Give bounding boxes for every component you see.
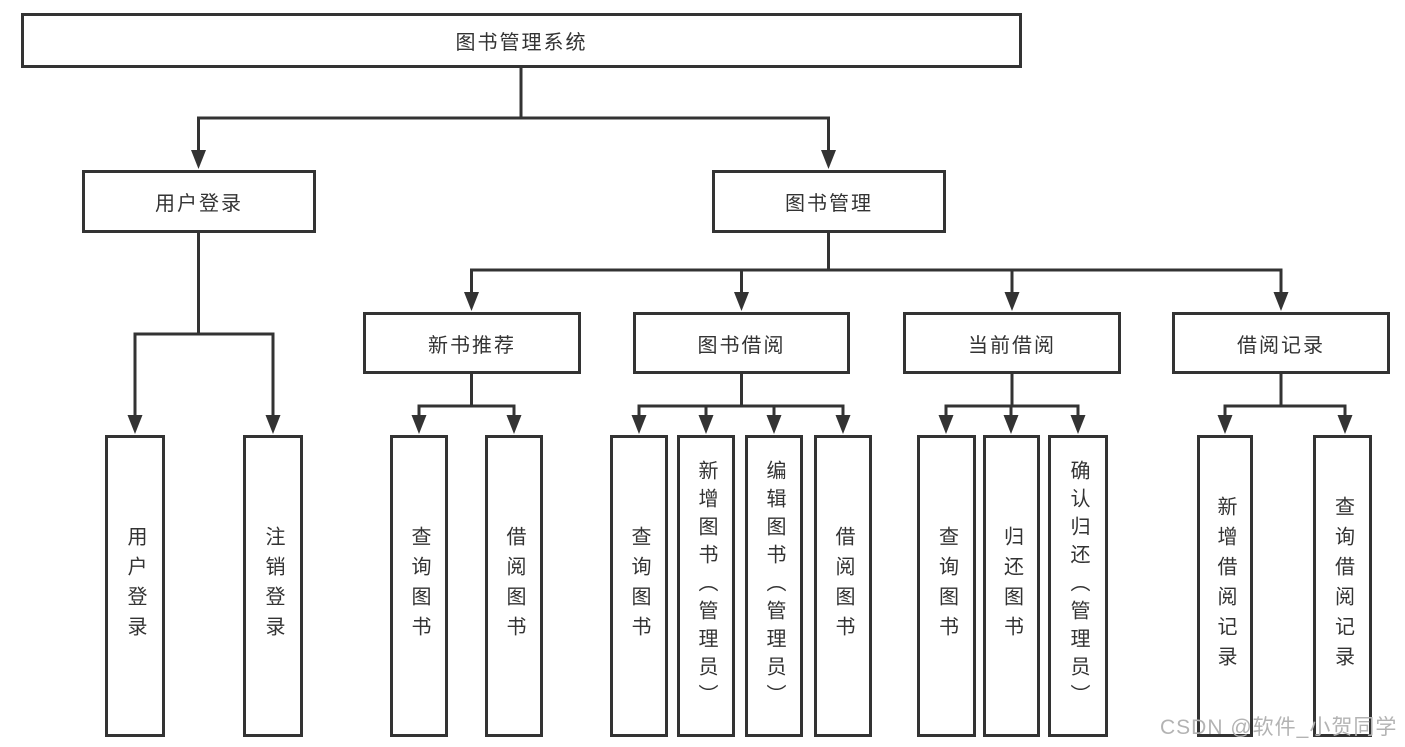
node-label: 查询图书: [628, 526, 650, 646]
node-user-login: 用户登录: [82, 170, 316, 233]
leaf-query-books-borrowing: 查询图书: [610, 435, 668, 737]
leaf-query-books-current: 查询图书: [917, 435, 976, 737]
leaf-confirm-return-admin: 确认归还（管理员）: [1048, 435, 1108, 737]
leaf-borrow-books-recommend: 借阅图书: [485, 435, 543, 737]
leaf-add-borrow-record: 新增借阅记录: [1197, 435, 1253, 737]
node-current-borrowing: 当前借阅: [903, 312, 1121, 374]
node-label: 图书借阅: [697, 334, 786, 357]
node-new-book-recommend: 新书推荐: [363, 312, 581, 374]
node-label: 借阅图书: [832, 526, 854, 646]
node-book-management: 图书管理: [712, 170, 946, 233]
leaf-borrow-books-borrowing: 借阅图书: [814, 435, 872, 737]
leaf-add-book-admin: 新增图书（管理员）: [677, 435, 735, 737]
leaf-user-login: 用户登录: [105, 435, 165, 737]
node-label: 用户登录: [155, 193, 243, 215]
node-label: 查询图书: [935, 526, 958, 646]
csdn-watermark: CSDN @软件_小贺同学: [1160, 716, 1398, 739]
node-label: 当前借阅: [968, 334, 1056, 357]
node-borrowing-records: 借阅记录: [1172, 312, 1390, 374]
node-label: 查询图书: [408, 526, 430, 646]
leaf-query-borrow-record: 查询借阅记录: [1313, 435, 1372, 737]
node-label: 新增借阅记录: [1214, 496, 1236, 676]
node-label: 注销登录: [262, 526, 284, 646]
node-book-borrowing: 图书借阅: [633, 312, 850, 374]
node-label: 确认归还（管理员）: [1067, 460, 1089, 712]
node-label: 编辑图书（管理员）: [763, 460, 785, 712]
node-label: 查询借阅记录: [1331, 496, 1354, 676]
node-label: 用户登录: [124, 526, 146, 646]
leaf-return-books: 归还图书: [983, 435, 1040, 737]
node-label: 新书推荐: [428, 334, 516, 357]
node-label: 图书管理: [785, 193, 873, 215]
node-label: 借阅图书: [503, 526, 525, 646]
leaf-query-books-recommend: 查询图书: [390, 435, 448, 737]
leaf-edit-book-admin: 编辑图书（管理员）: [745, 435, 803, 737]
leaf-logout: 注销登录: [243, 435, 303, 737]
node-label: 归还图书: [1000, 526, 1023, 646]
node-label: 新增图书（管理员）: [695, 460, 717, 712]
node-label: 图书管理系统: [455, 32, 588, 54]
node-library-management-system: 图书管理系统: [21, 13, 1022, 68]
node-label: 借阅记录: [1237, 334, 1325, 357]
